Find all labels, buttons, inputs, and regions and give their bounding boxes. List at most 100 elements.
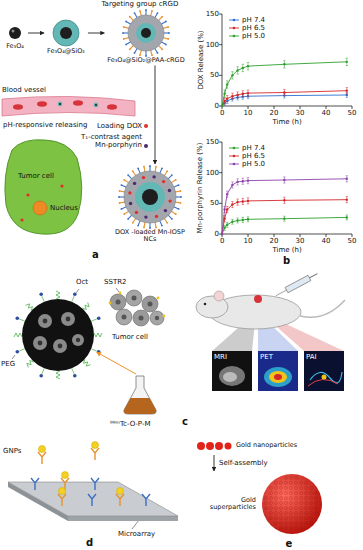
data-line	[222, 200, 347, 234]
tumor-cell-cluster	[150, 311, 164, 325]
particle-graphic	[161, 16, 163, 18]
particle-graphic	[142, 189, 158, 205]
particle-graphic	[300, 512, 303, 515]
particle-graphic	[310, 492, 313, 495]
particle-graphic	[310, 497, 313, 500]
particle-graphic	[295, 522, 298, 525]
nanoparticle	[22, 299, 94, 371]
node-label: Gold superparticles	[196, 497, 256, 512]
particle-graphic	[305, 522, 308, 525]
tick-label: 20	[270, 109, 279, 117]
particle-graphic	[166, 170, 168, 172]
particle-graphic	[275, 497, 278, 500]
antibody-symbol	[58, 494, 66, 506]
pet-image	[258, 351, 298, 391]
data-marker	[283, 199, 285, 201]
particle-graphic	[129, 202, 132, 205]
particle-graphic	[300, 527, 303, 530]
annotation: T₁-contrast agent Mn-porphyrin	[78, 133, 142, 149]
data-line	[222, 95, 347, 106]
data-marker	[247, 200, 249, 202]
particle-graphic	[260, 472, 324, 536]
tumor-cell-cluster	[142, 296, 158, 312]
oct-ligand	[42, 296, 44, 302]
axis-tick	[219, 14, 222, 15]
data-marker	[236, 201, 238, 203]
panel-letter: e	[286, 538, 293, 550]
data-line	[222, 91, 347, 106]
data-marker	[223, 100, 225, 102]
particle-graphic	[280, 502, 283, 505]
particle-graphic	[178, 208, 180, 210]
node-label: Gold nanoparticles	[236, 442, 297, 449]
oct-ligand	[97, 316, 101, 320]
particle-graphic	[285, 502, 288, 505]
particle-graphic	[133, 182, 136, 185]
tumor-cell-cluster	[132, 296, 137, 301]
axis-tick	[219, 172, 222, 173]
panel-letter: c	[182, 416, 188, 428]
panel-letter: d	[86, 537, 93, 549]
nanoparticle	[53, 339, 67, 353]
particle-graphic	[180, 190, 182, 192]
particle-graphic	[123, 179, 125, 181]
error-bar	[346, 88, 348, 94]
edge-label: Self-assembly	[219, 459, 268, 467]
particle-graphic	[290, 512, 293, 515]
tumor-cell-cluster	[133, 310, 149, 326]
tick-label: 150	[206, 138, 219, 146]
particle-graphic	[137, 168, 139, 170]
data-marker	[346, 89, 348, 91]
particle-graphic	[118, 196, 120, 198]
particle-graphic	[168, 189, 171, 192]
mouse	[300, 300, 345, 317]
mouse	[214, 291, 224, 301]
legend-sample	[233, 155, 236, 158]
particle-graphic	[285, 522, 288, 525]
particle-graphic	[300, 522, 303, 525]
particle-graphic	[295, 512, 298, 515]
particle-graphic	[285, 492, 288, 495]
drug-dots	[144, 124, 148, 148]
particle-graphic	[275, 502, 278, 505]
particle-graphic	[285, 512, 288, 515]
tick-label: 40	[322, 237, 331, 245]
error-bar	[231, 201, 233, 207]
tumor-cell-cluster	[157, 297, 160, 300]
particle-graphic	[290, 497, 293, 500]
antibody-symbol	[116, 494, 124, 506]
particle-graphic	[152, 175, 155, 178]
particle-graphic	[135, 211, 138, 214]
particle-graphic	[265, 502, 268, 505]
axis-tick	[274, 234, 275, 237]
particle-graphic	[300, 497, 303, 500]
particle-graphic	[280, 527, 283, 530]
error-bar	[247, 62, 249, 69]
peg-chain	[82, 303, 89, 310]
error-bar	[236, 199, 238, 205]
pet-image	[274, 374, 282, 380]
gold-nanoparticle	[92, 442, 99, 449]
particle-graphic	[315, 507, 318, 510]
particle-graphic	[161, 225, 163, 227]
particle-graphic	[155, 166, 157, 168]
particle-graphic	[275, 492, 278, 495]
data-line	[222, 217, 347, 234]
tumor-cell-cluster	[110, 294, 126, 310]
particle-graphic	[134, 12, 136, 14]
particle-graphic	[180, 196, 182, 198]
pet-image	[258, 351, 298, 391]
particle-graphic	[290, 482, 293, 485]
particle-graphic	[206, 442, 214, 450]
annotation: Microarray	[118, 530, 155, 538]
particle-graphic	[275, 482, 278, 485]
particle-graphic	[280, 507, 283, 510]
tick-label: 0	[215, 230, 219, 238]
particle-graphic	[262, 474, 322, 534]
axis-tick	[248, 106, 249, 109]
error-bar	[231, 72, 233, 79]
particle-graphic	[275, 507, 278, 510]
particle-graphic	[305, 487, 308, 490]
tick-label: 40	[322, 109, 331, 117]
data-line	[222, 179, 347, 234]
